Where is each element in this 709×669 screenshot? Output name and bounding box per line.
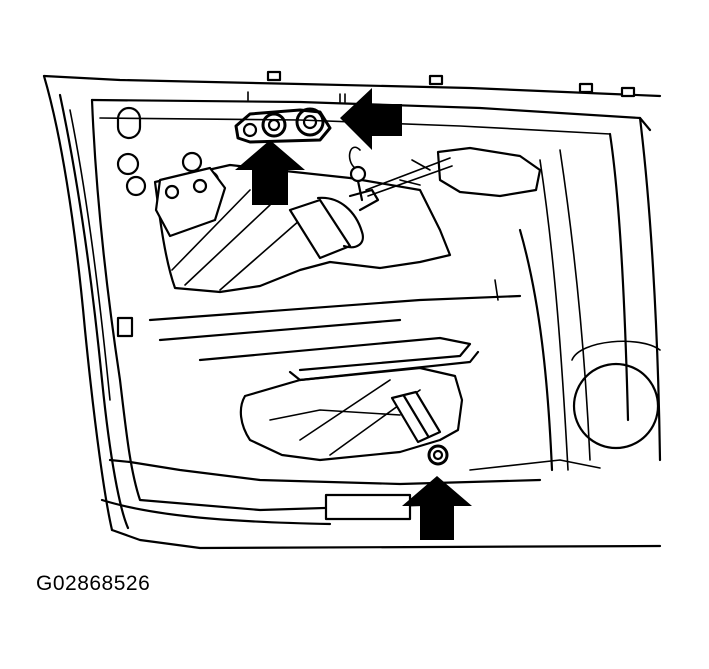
upper-regulator-bolts <box>234 91 346 144</box>
latch-assembly <box>348 146 542 198</box>
arrow-lower-nut-up <box>402 476 472 540</box>
figure-id-caption: G02868526 <box>36 572 151 595</box>
arrow-upper-bolt-left <box>340 88 402 150</box>
arrow-upper-bolt-up <box>235 140 305 205</box>
lower-trim <box>100 458 601 526</box>
window-regulator-arm <box>288 157 453 260</box>
door-outer-shell <box>42 74 662 550</box>
middle-channels <box>116 279 522 382</box>
lower-regulator-bracket <box>390 390 449 466</box>
callout-arrows <box>235 88 472 540</box>
speaker-opening <box>571 340 661 450</box>
top-rim-clips <box>266 70 636 98</box>
regulator-mounting-plate <box>154 166 227 238</box>
lower-access-opening <box>239 366 464 462</box>
inner-panel-frame <box>90 98 662 512</box>
